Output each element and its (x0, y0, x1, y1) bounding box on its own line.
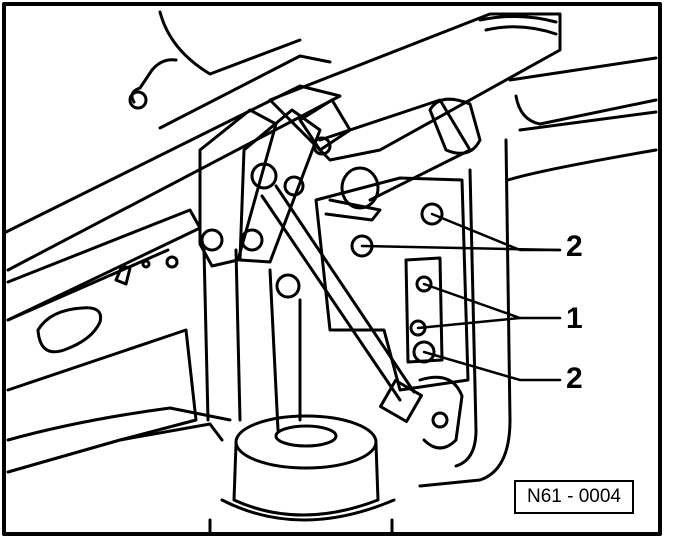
hinge-arm (268, 12, 562, 222)
leader-lines (360, 212, 562, 382)
upper-bolt-a (420, 202, 444, 226)
middle-bolt-a (415, 275, 433, 293)
figure-frame (2, 2, 662, 536)
callout-bolt-2-lower: 2 (566, 362, 583, 395)
strut-mount (208, 414, 396, 536)
support-strut (260, 184, 464, 450)
hood-edge (128, 10, 332, 130)
callout-bolt-1: 1 (566, 302, 583, 335)
figure-id-box: N61 - 0004 (514, 480, 634, 514)
hinge-links (198, 98, 352, 299)
fender-panel (4, 84, 342, 474)
callout-bolt-2-upper: 2 (566, 230, 583, 263)
tower-posts (202, 248, 302, 432)
hinge-bracket (314, 176, 470, 392)
strut-tower-panel (418, 56, 658, 488)
